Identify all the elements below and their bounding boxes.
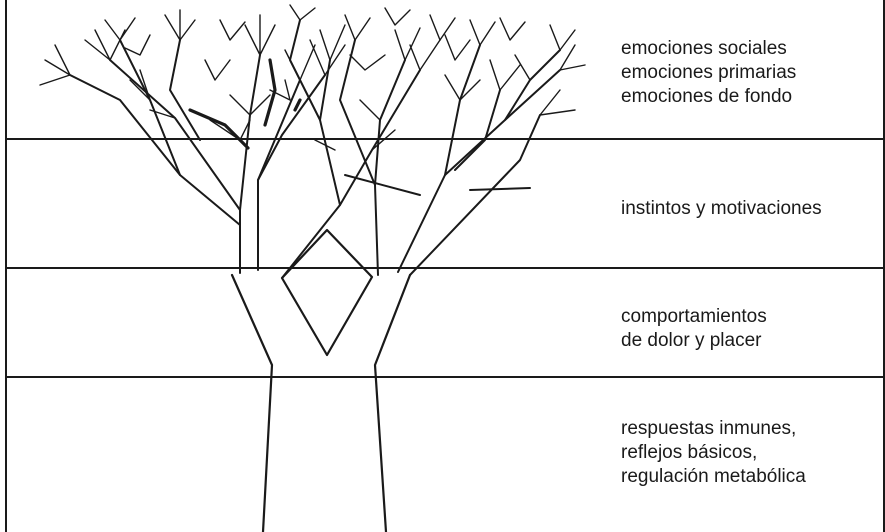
tree-crown-twigs [39, 4, 586, 151]
divider-instincts-behaviors [5, 267, 885, 269]
label-line: emociones de fondo [621, 86, 793, 107]
label-line: emociones primarias [621, 62, 797, 83]
label-emotions: emociones sociales emociones primarias e… [621, 37, 876, 109]
label-line: de dolor y placer [621, 330, 762, 351]
diagram-frame [5, 0, 885, 532]
label-line: regulación metabólica [621, 466, 806, 487]
label-instincts: instintos y motivaciones [621, 197, 876, 221]
tree-trunk [230, 228, 412, 532]
label-pain-pleasure: comportamientos de dolor y placer [621, 305, 876, 353]
label-line: comportamientos [621, 306, 767, 327]
divider-emotions-instincts [5, 138, 885, 140]
tree-limbs [69, 19, 561, 279]
label-line: instintos y motivaciones [621, 198, 822, 219]
label-line: emociones sociales [621, 38, 787, 59]
label-line: reflejos básicos, [621, 442, 758, 463]
tree-bold-branches [188, 58, 302, 150]
label-line: respuestas inmunes, [621, 418, 797, 439]
divider-behaviors-reflexes [5, 376, 885, 378]
label-basic-regulation: respuestas inmunes, reflejos básicos, re… [621, 417, 876, 489]
